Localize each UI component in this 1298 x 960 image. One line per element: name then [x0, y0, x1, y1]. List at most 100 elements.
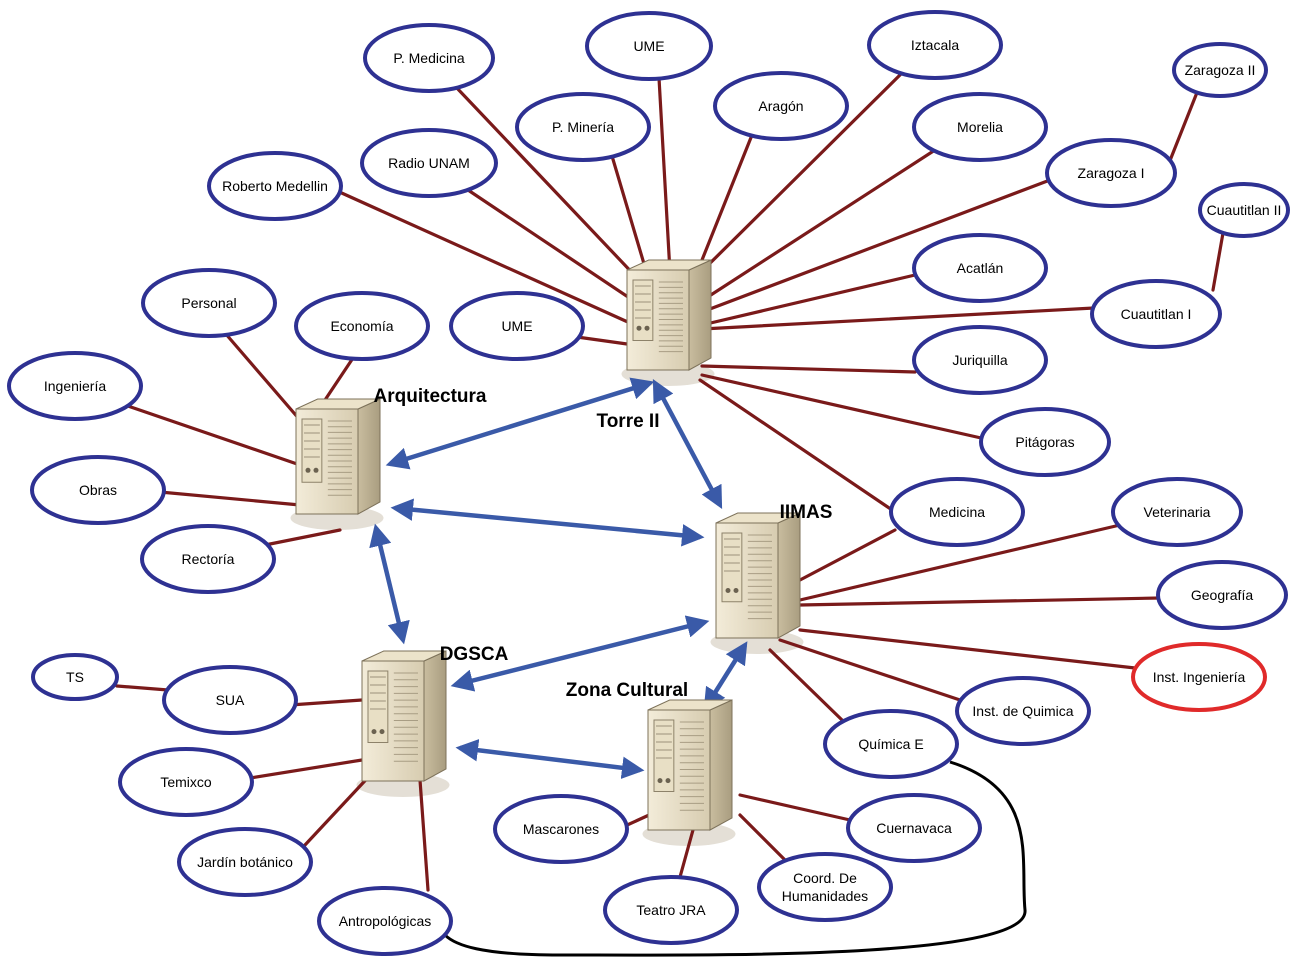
site-node-quimica-e[interactable]: Química E — [823, 709, 959, 779]
site-node-pitagoras[interactable]: Pitágoras — [979, 407, 1111, 477]
site-node-p-medicina[interactable]: P. Medicina — [363, 23, 495, 93]
site-node-zaragoza-2[interactable]: Zaragoza II — [1172, 42, 1268, 98]
site-node-ingenieria[interactable]: Ingeniería — [7, 351, 143, 421]
connection-line — [700, 178, 1052, 314]
connection-line — [700, 364, 917, 374]
backbone-link — [455, 739, 645, 779]
node-ellipse — [603, 875, 739, 945]
connection-line — [223, 331, 302, 422]
node-label: Mascarones — [523, 821, 599, 837]
node-label: Jardín botánico — [197, 854, 293, 870]
hub-zona[interactable]: Zona Cultural — [566, 680, 733, 831]
node-ellipse — [823, 709, 959, 779]
site-node-ts[interactable]: TS — [31, 653, 119, 701]
server-icon — [361, 650, 447, 782]
node-label: Teatro JRA — [636, 902, 706, 918]
node-ellipse — [867, 10, 1003, 80]
node-label: Obras — [79, 482, 117, 498]
connection-line — [1167, 88, 1200, 165]
connection-line — [698, 148, 937, 304]
backbone-link — [390, 498, 705, 547]
backbone-link — [652, 379, 723, 509]
node-ellipse — [493, 794, 629, 864]
site-node-morelia[interactable]: Morelia — [912, 92, 1048, 162]
site-node-jardin-botanico[interactable]: Jardín botánico — [177, 827, 313, 897]
node-label: UME — [501, 318, 532, 334]
site-node-cuautitlan-2[interactable]: Cuautitlan II — [1198, 182, 1290, 238]
hub-iimas[interactable]: IIMAS — [715, 502, 832, 639]
site-node-geografia[interactable]: Geografía — [1156, 560, 1288, 630]
site-node-personal[interactable]: Personal — [141, 268, 277, 338]
node-ellipse — [713, 71, 849, 141]
node-ellipse — [7, 351, 143, 421]
site-node-rectoria[interactable]: Rectoría — [140, 524, 276, 594]
connection-line — [303, 768, 377, 847]
backbone-link — [703, 641, 748, 711]
hub-dgsca[interactable]: DGSCA — [361, 644, 509, 782]
site-node-aragon[interactable]: Aragón — [713, 71, 849, 141]
node-ellipse — [1198, 182, 1290, 238]
hub-label: Zona Cultural — [566, 680, 688, 701]
node-ellipse — [757, 852, 893, 922]
site-node-iztacala[interactable]: Iztacala — [867, 10, 1003, 80]
node-label: P. Medicina — [393, 50, 465, 66]
site-node-teatro-jra[interactable]: Teatro JRA — [603, 875, 739, 945]
site-node-radio-unam[interactable]: Radio UNAM — [360, 128, 498, 198]
node-label: Ingeniería — [44, 378, 106, 394]
node-ellipse — [979, 407, 1111, 477]
site-node-veterinaria[interactable]: Veterinaria — [1111, 477, 1243, 547]
backbone-link — [450, 615, 710, 692]
server-icon — [626, 259, 712, 371]
node-ellipse — [889, 477, 1025, 547]
node-ellipse — [118, 747, 254, 817]
connection-line — [575, 335, 629, 346]
node-ellipse — [912, 325, 1048, 395]
node-ellipse — [515, 92, 651, 162]
site-node-sua[interactable]: SUA — [162, 665, 298, 735]
site-node-inst-quimica[interactable]: Inst. de Quimica — [955, 676, 1091, 746]
node-ellipse — [363, 23, 495, 93]
node-ellipse — [912, 233, 1048, 303]
node-label: Cuautitlan I — [1121, 306, 1192, 322]
site-node-antropologicas[interactable]: Antropológicas — [317, 886, 453, 956]
site-node-mascarones[interactable]: Mascarones — [493, 794, 629, 864]
node-label: Juriquilla — [952, 352, 1007, 368]
site-node-temixco[interactable]: Temixco — [118, 747, 254, 817]
site-node-cuernavaca[interactable]: Cuernavaca — [846, 793, 982, 863]
node-ellipse — [449, 291, 585, 361]
connection-line — [158, 490, 302, 507]
backbone-link — [385, 377, 655, 470]
node-label: Pitágoras — [1015, 434, 1074, 450]
site-node-ume-top[interactable]: UME — [585, 11, 713, 81]
site-node-p-mineria[interactable]: P. Minería — [515, 92, 651, 162]
site-node-obras[interactable]: Obras — [30, 455, 166, 525]
hub-torre[interactable]: Torre II — [597, 259, 712, 432]
quimica-antropologicas-link — [443, 760, 1027, 957]
hub-label: Torre II — [597, 411, 660, 432]
node-label: Zaragoza II — [1185, 62, 1256, 78]
site-node-acatlan[interactable]: Acatlán — [912, 233, 1048, 303]
hub-arq[interactable]: Arquitectura — [295, 386, 487, 515]
node-ellipse — [1111, 477, 1243, 547]
node-ellipse — [1172, 42, 1268, 98]
connection-line — [778, 638, 962, 702]
connection-line — [700, 306, 1096, 331]
site-node-inst-ingenieria[interactable]: Inst. Ingeniería — [1131, 642, 1267, 712]
node-label: Economía — [330, 318, 393, 334]
node-label: Radio UNAM — [388, 155, 470, 171]
site-node-ume-mid[interactable]: UME — [449, 291, 585, 361]
node-label: Acatlán — [957, 260, 1004, 276]
site-node-juriquilla[interactable]: Juriquilla — [912, 325, 1048, 395]
connection-line — [798, 596, 1162, 607]
node-label: Iztacala — [911, 37, 959, 53]
node-label: Antropológicas — [339, 913, 432, 929]
site-node-zaragoza-1[interactable]: Zaragoza I — [1045, 138, 1177, 208]
connection-line — [288, 698, 364, 707]
node-ellipse — [912, 92, 1048, 162]
site-node-medicina[interactable]: Medicina — [889, 477, 1025, 547]
site-node-cuautitlan-1[interactable]: Cuautitlan I — [1090, 279, 1222, 349]
node-ellipse — [1131, 642, 1267, 712]
site-node-roberto-medellin[interactable]: Roberto Medellin — [207, 151, 343, 221]
site-node-economia[interactable]: Economía — [294, 291, 430, 361]
